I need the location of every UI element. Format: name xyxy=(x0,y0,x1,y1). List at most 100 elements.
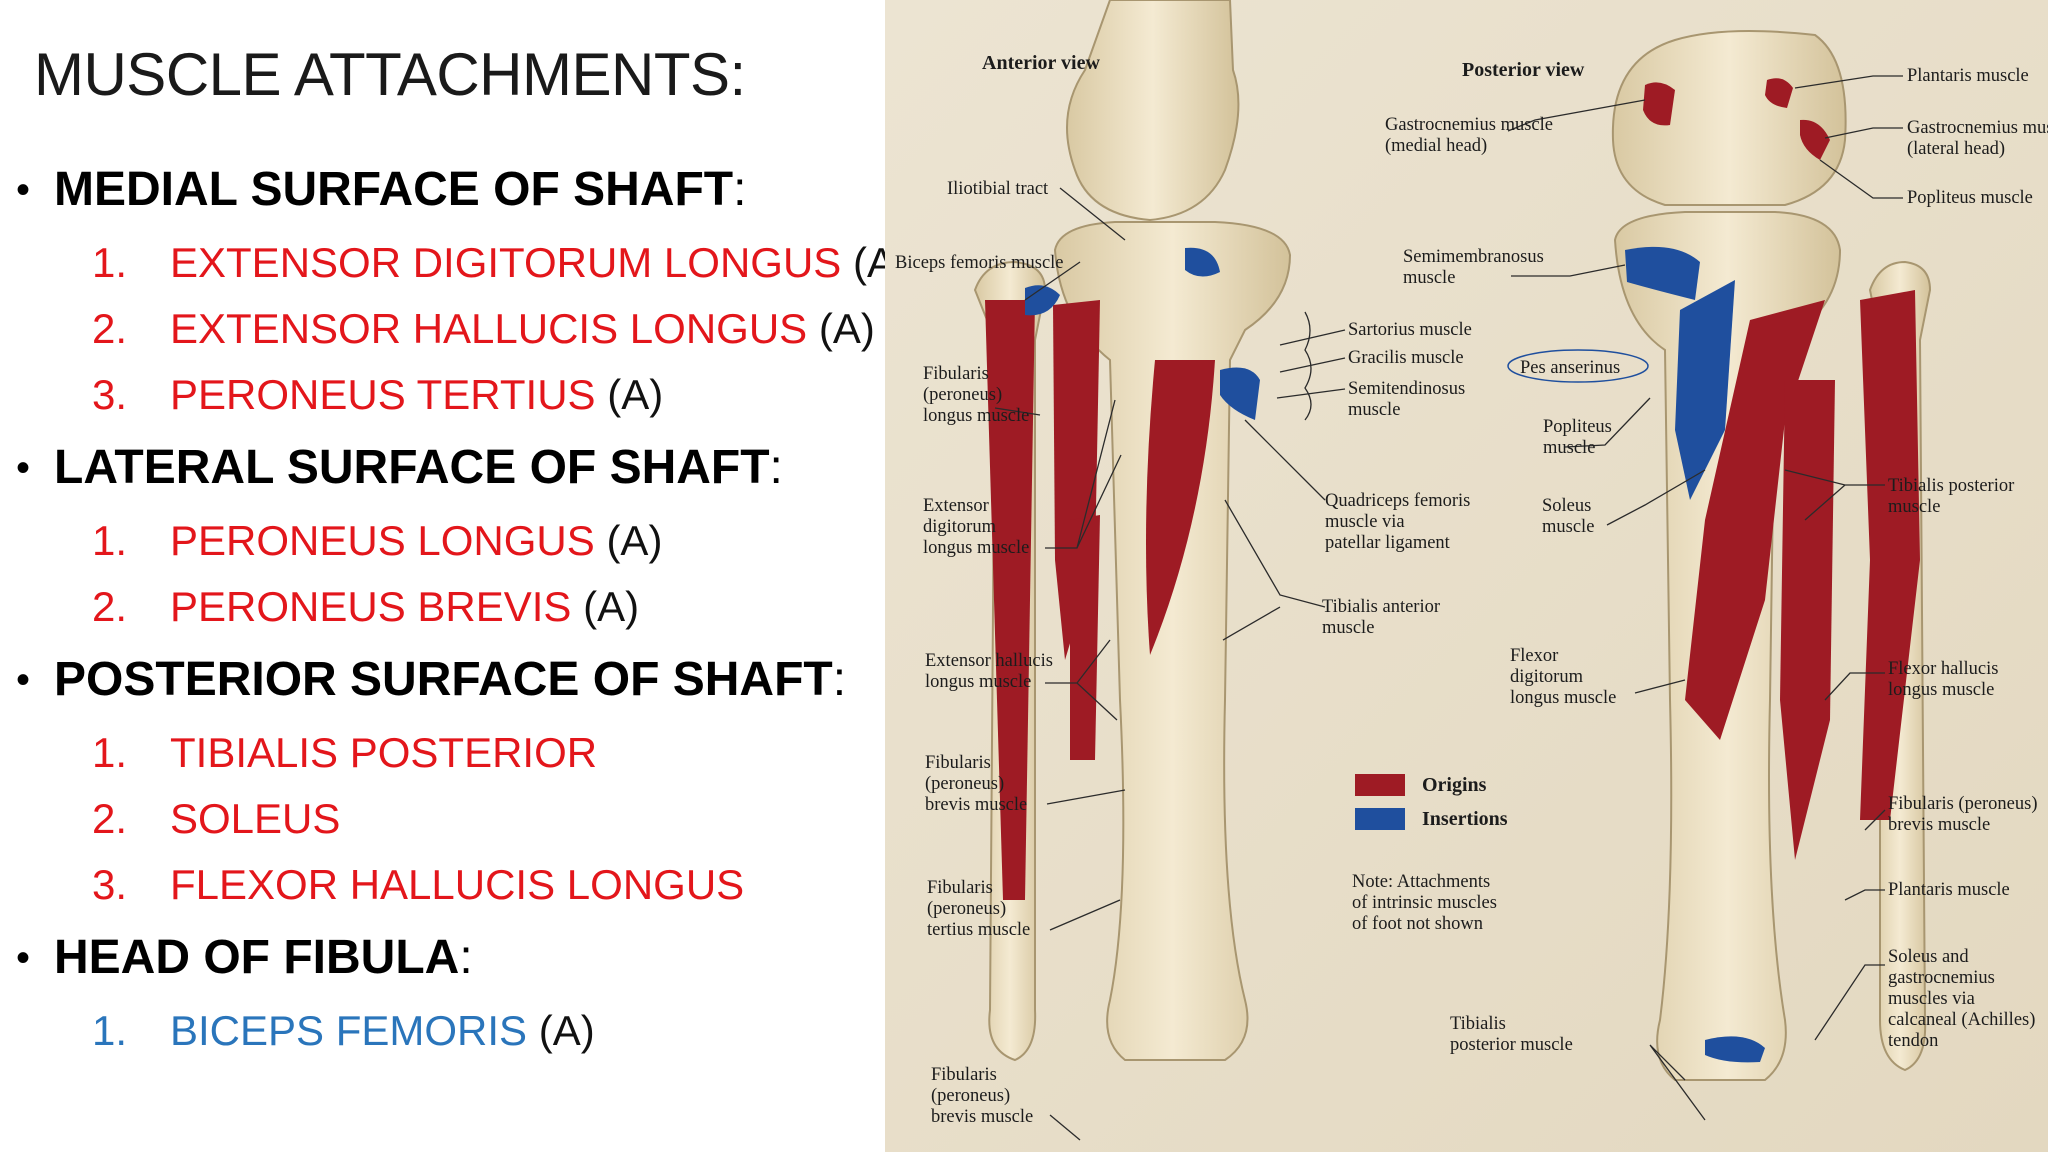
section-2: • LATERAL SURFACE OF SHAFT: 1.PERONEUS LON… xyxy=(0,428,885,640)
bullet-icon: • xyxy=(16,658,31,702)
anterior-view xyxy=(973,0,1292,1062)
section-heading-colon: : xyxy=(459,931,473,984)
item-number: 1. xyxy=(92,517,128,564)
attachment-note: (A xyxy=(852,239,885,286)
leg-bones-illustration: Anterior view Iliotibial tract Biceps fe… xyxy=(885,0,2048,1152)
item-list: 1. TIBIALIS POSTERIOR 2. SOLEUS 3. FLEXOR HAL… xyxy=(0,720,885,918)
item-number: 1. xyxy=(92,239,128,286)
bullet-icon: • xyxy=(16,446,31,490)
section-3: • POSTERIOR SURFACE OF SHAFT: 1. TIBIALIS P… xyxy=(0,640,885,918)
list-item: 1. EXTENSOR DIGITORUM LONGUS (A xyxy=(0,230,885,296)
item-list: 1. EXTENSOR DIGITORUM LONGUS (A 2. EXTENSOR… xyxy=(0,230,885,428)
item-text: EXTENSOR DIGITORUM LONGUS (A xyxy=(170,230,885,296)
insertions-swatch xyxy=(1355,808,1405,830)
plantaris-top-label: Plantaris muscle xyxy=(1907,66,2029,86)
list-item: 1. BICEPS FEMORIS (A) xyxy=(0,998,885,1064)
section-heading-text: POSTERIOR SURFACE OF SHAFT xyxy=(54,653,833,706)
item-text: SOLEUS xyxy=(170,786,340,852)
muscle-name: TIBIALIS POSTERIOR xyxy=(170,729,598,776)
attachment-note: (A) xyxy=(583,583,640,630)
section-heading: •MEDIAL SURFACE OF SHAFT: xyxy=(0,150,885,230)
section-heading-text: MEDIAL SURFACE OF SHAFT xyxy=(54,163,734,216)
item-text: PERONEUS BREVIS (A) xyxy=(170,574,639,640)
item-text: TIBIALIS POSTERIOR xyxy=(170,720,597,786)
insertions-legend-label: Insertions xyxy=(1422,808,1508,830)
muscle-name: EXTENSOR HALLUCIS LONGUS xyxy=(170,305,808,352)
item-text: FLEXOR HALLUCIS LONGUS xyxy=(170,852,744,918)
item-text: BICEPS FEMORIS (A) xyxy=(170,998,595,1064)
leader-lines xyxy=(994,75,1903,1141)
item-number: 1. xyxy=(92,729,128,776)
item-number: 3. xyxy=(92,371,128,418)
item-text: EXTENSOR HALLUCIS LONGUS (A) xyxy=(170,296,875,362)
item-text: PERONEUS TERTIUS (A) xyxy=(170,362,663,428)
fibularis-brevis-right-label: Fibularis (peroneus)brevis muscle xyxy=(1888,794,2038,835)
origins-swatch xyxy=(1355,774,1405,796)
iliotibial-tract-label: Iliotibial tract xyxy=(947,179,1049,199)
pes-anserinus-outline xyxy=(1507,349,1649,383)
section-heading: • POSTERIOR SURFACE OF SHAFT: xyxy=(0,640,885,720)
plantaris-bottom-label: Plantaris muscle xyxy=(1888,880,2010,900)
section-heading: •HEAD OF FIBULA: xyxy=(0,918,885,998)
section-heading: • LATERAL SURFACE OF SHAFT: xyxy=(0,428,885,508)
fibularis-tertius-label: Fibularis(peroneus)tertius muscle xyxy=(927,878,1030,940)
sartorius-label: Sartorius muscle xyxy=(1348,320,1472,340)
item-number: 2. xyxy=(92,305,128,352)
popliteus-right-label: Popliteus muscle xyxy=(1907,188,2033,208)
anatomy-figure: Anterior view Iliotibial tract Biceps fe… xyxy=(885,0,2048,1152)
item-number: 3. xyxy=(92,861,128,908)
slide-title: MUSCLE ATTACHMENTS: xyxy=(34,41,746,108)
bullet-icon: • xyxy=(16,168,31,212)
list-item: 2. PERONEUS BREVIS (A) xyxy=(0,574,885,640)
list-item: 2. SOLEUS xyxy=(0,786,885,852)
section-1: •MEDIAL SURFACE OF SHAFT:1.EXTENSOR DIGI… xyxy=(0,150,885,428)
muscle-name: FLEXOR HALLUCIS LONGUS xyxy=(170,861,745,908)
posterior-view xyxy=(1611,30,1932,1081)
muscle-name: BICEPS FEMORIS xyxy=(170,1007,528,1054)
section-heading-colon: : xyxy=(832,653,847,706)
section-heading-colon: : xyxy=(769,441,783,494)
list-item: 3. PERONEUS TERTIUS (A) xyxy=(0,362,885,428)
gastrocnemius-medial-label: Gastrocnemius muscle(medial head) xyxy=(1385,115,1553,156)
muscle-name: PERONEUS TERTIUS xyxy=(170,371,596,418)
section-heading-text: LATERAL SURFACE OF SHAFT xyxy=(54,441,770,494)
gastrocnemius-lateral-label: Gastrocnemius muscle(lateral head) xyxy=(1907,118,2048,159)
anterior-view-label: Anterior view xyxy=(982,52,1100,74)
list-item: 1. TIBIALIS POSTERIOR xyxy=(0,720,885,786)
bullet-icon: • xyxy=(16,936,31,980)
origins-legend-label: Origins xyxy=(1422,774,1487,796)
item-number: 2. xyxy=(92,583,128,630)
fibularis-brevis-left-label: Fibularis(peroneus)brevis muscle xyxy=(925,753,1027,815)
posterior-view-label: Posterior view xyxy=(1462,59,1585,81)
pes-anserinus-label: Pes anserinus xyxy=(1520,358,1620,378)
list-item: 1.PERONEUS LONGUS (A) xyxy=(0,508,885,574)
attachment-note: (A) xyxy=(818,305,875,352)
muscle-name: SOLEUS xyxy=(170,795,341,842)
biceps-femoris-label: Biceps femoris muscle xyxy=(895,253,1064,273)
item-number: 1. xyxy=(92,1007,128,1054)
muscle-name: PERONEUS BREVIS xyxy=(170,583,572,630)
item-list: 1. BICEPS FEMORIS (A) xyxy=(0,998,885,1064)
item-number: 2. xyxy=(92,795,128,842)
attachment-note: (A) xyxy=(606,517,663,564)
attachment-note: (A) xyxy=(607,371,664,418)
list-item: 3. FLEXOR HALLUCIS LONGUS xyxy=(0,852,885,918)
attachment-note: (A) xyxy=(538,1007,595,1054)
item-list: 1.PERONEUS LONGUS (A) 2. PERONEUS BREVIS (… xyxy=(0,508,885,640)
muscle-name: EXTENSOR DIGITORUM LONGUS xyxy=(170,239,842,286)
gracilis-label: Gracilis muscle xyxy=(1348,348,1464,368)
